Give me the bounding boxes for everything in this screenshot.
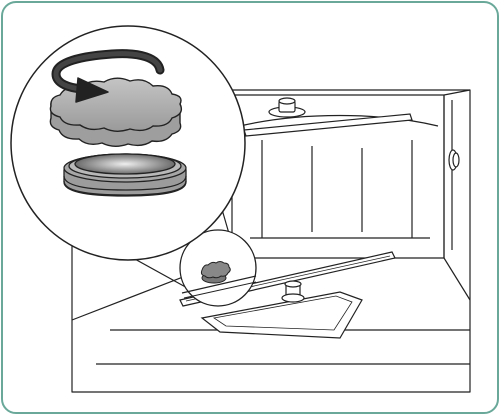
reservoir-opening [63,153,187,197]
counterclockwise-arrow-icon [51,49,165,103]
cap-location-highlight [179,229,257,307]
reservoir-cap-icon [200,261,231,279]
wall-nozzle [448,149,460,171]
filter-area [200,280,363,339]
zoom-circle [10,25,246,261]
